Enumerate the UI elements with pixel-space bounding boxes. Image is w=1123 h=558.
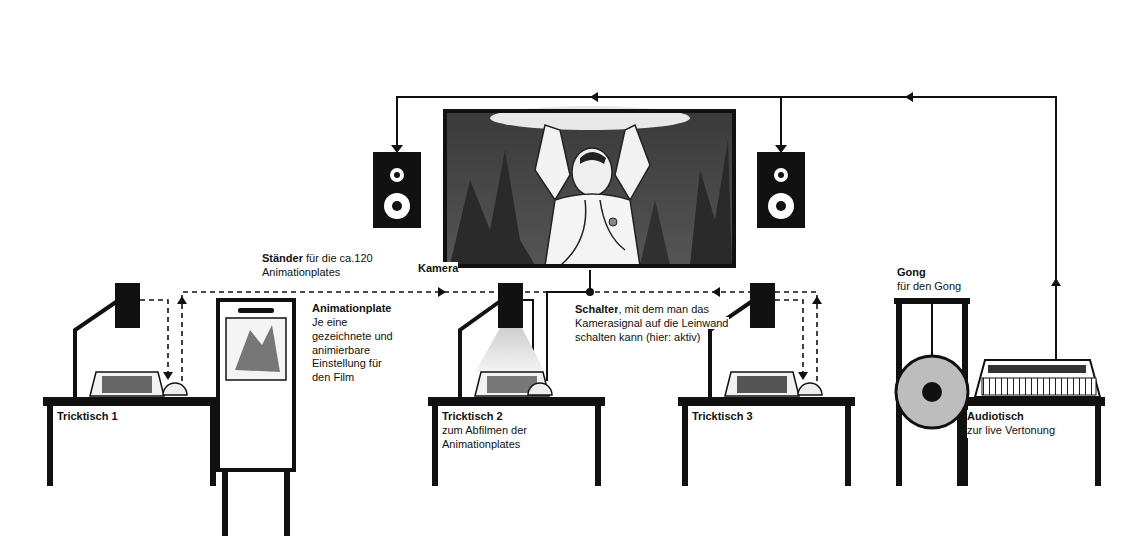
- part-name: Schalter: [575, 303, 618, 315]
- gong-heading: Gongfür den Gong: [897, 266, 992, 294]
- speaker: [373, 152, 805, 228]
- keyboard: [975, 360, 1100, 397]
- audio-wire: [397, 97, 1056, 360]
- part-note: Je eine gezeichnete und animierbare Eins…: [312, 316, 393, 383]
- plate-stand: [218, 300, 294, 536]
- table-label: Tricktisch 3: [692, 410, 832, 424]
- heading-text: Tricktisch 2: [442, 410, 582, 424]
- table-label: Tricktisch 1: [57, 410, 197, 424]
- table-label: Audiotischzur live Vertonung: [967, 410, 1087, 438]
- label-block: Schalter, mit dem man das Kamerasignal a…: [575, 303, 730, 344]
- part-name: Animationplate: [312, 302, 391, 314]
- body-text: zum Abfilmen der Animationplates: [442, 424, 582, 452]
- screen: [445, 106, 734, 266]
- table-label: Tricktisch 2zum Abfilmen der Animationpl…: [442, 410, 582, 451]
- heading-text: Gong: [897, 266, 992, 280]
- label-block: Kamera: [418, 262, 488, 276]
- part-name: Kamera: [418, 262, 458, 274]
- heading-text: Tricktisch 3: [692, 410, 832, 424]
- stand-heading: Ständerfür die ca.120 Animationplates: [262, 252, 412, 280]
- wire-arrows: [391, 92, 1061, 286]
- camera-rig: [75, 283, 822, 397]
- label-block: Animationplate: [312, 302, 397, 316]
- gong: [894, 298, 970, 486]
- body-text: für den Gong: [897, 280, 992, 294]
- label-block: Je eine gezeichnete und animierbare Eins…: [312, 316, 394, 385]
- heading-text: Audiotisch: [967, 410, 1087, 424]
- heading-text: Ständer: [262, 252, 303, 264]
- heading-text: Tricktisch 1: [57, 410, 197, 424]
- body-text: zur live Vertonung: [967, 424, 1087, 438]
